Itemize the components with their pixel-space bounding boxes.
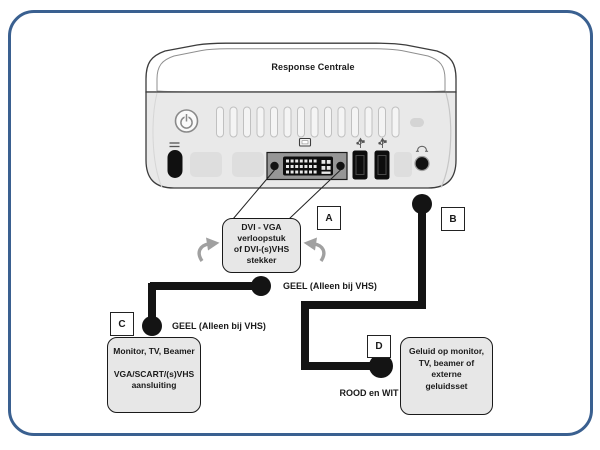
headphone-icon	[415, 145, 429, 152]
connector-dot-c2	[142, 316, 162, 336]
dvi-screw-right	[336, 161, 345, 171]
label-box-d: D	[367, 335, 391, 358]
connector-dot-c1	[251, 276, 271, 296]
device-top	[145, 42, 457, 93]
adapter-note-box: DVI - VGA verloopstuk of DVI-(s)VHS stek…	[222, 218, 301, 273]
adapter-note-line: verloopstuk	[237, 233, 286, 243]
power-port	[167, 150, 183, 178]
dvi-port	[266, 151, 348, 181]
connector-dot-d	[369, 354, 393, 378]
device-side-edge-left	[152, 92, 163, 188]
headphone-jack	[414, 155, 430, 172]
label-box-c: C	[110, 312, 134, 336]
cable-label-yellow-top: GEEL (Alleen bij VHS)	[283, 281, 377, 291]
device-title: Response Centrale	[271, 62, 355, 72]
label-box-a: A	[317, 206, 341, 230]
usb-icon-2	[378, 137, 387, 148]
rotate-arrow-left-icon	[197, 237, 220, 262]
usb-icon-1	[356, 137, 365, 148]
usb-port-2	[374, 150, 390, 180]
usb-port-1	[352, 150, 368, 180]
power-inlet-icon	[169, 142, 180, 148]
display-icon	[298, 137, 312, 147]
pointer-line-right	[288, 169, 341, 220]
video-note-line: aansluiting	[131, 380, 177, 390]
blank-port-2	[232, 152, 264, 177]
audio-note-box: Geluid op monitor, TV, beamer of externe…	[400, 337, 493, 415]
security-slot	[410, 118, 424, 127]
audio-note-line: TV, beamer of	[418, 357, 475, 368]
adapter-note-line: of DVI-(s)VHS	[233, 244, 290, 254]
cable-c-segment-2	[148, 283, 156, 329]
adapter-note-line: DVI - VGA	[241, 222, 282, 232]
label-box-b: B	[441, 207, 465, 231]
cable-b-segment-3	[301, 301, 309, 370]
audio-note-line: Geluid op monitor,	[408, 346, 485, 356]
cable-c-segment-1	[150, 282, 262, 290]
vent-grill	[216, 106, 400, 138]
device-top-inner-edge	[156, 48, 446, 91]
video-note-line: Monitor, TV, Beamer	[113, 346, 195, 356]
blank-port-1	[190, 152, 222, 177]
cable-b-segment-2	[301, 301, 426, 309]
audio-note-line: geluidsset	[425, 380, 468, 391]
cable-b-segment-4	[305, 362, 382, 370]
pointer-line-left	[232, 169, 275, 220]
dvi-screw-left	[270, 161, 279, 171]
blank-port-3	[394, 152, 412, 177]
cable-label-yellow-bottom: GEEL (Alleen bij VHS)	[172, 321, 266, 331]
power-button	[174, 109, 199, 133]
frame-border	[8, 10, 593, 436]
cable-label-red-white: ROOD en WIT	[339, 388, 399, 398]
video-note-line: VGA/SCART/(s)VHS	[113, 369, 195, 379]
video-note-box: Monitor, TV, Beamer VGA/SCART/(s)VHS aan…	[107, 337, 201, 413]
cable-b-segment-1	[418, 203, 426, 309]
audio-note-line: externe	[431, 369, 462, 379]
device-side-edge-right	[440, 92, 452, 188]
adapter-note-line: stekker	[246, 255, 277, 265]
rotate-arrow-right-icon	[303, 237, 326, 262]
